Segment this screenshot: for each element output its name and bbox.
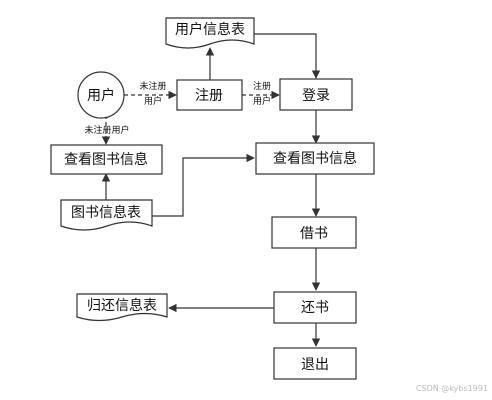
edge-label-unregistered-2: 用户 xyxy=(144,95,162,107)
user-info-table-shape xyxy=(165,17,255,49)
borrow-node xyxy=(271,216,357,249)
return-label: 还书 xyxy=(301,300,329,316)
edge-label-registered-2: 用户 xyxy=(253,95,271,107)
edge-booktable-to-viewbooks-main xyxy=(152,153,255,217)
view-books-main-node xyxy=(255,142,375,175)
user-node xyxy=(77,71,125,119)
return-info-table-shape xyxy=(76,293,168,322)
logout-node xyxy=(273,347,357,380)
book-info-table-label: 图书信息表 xyxy=(71,204,141,221)
return-info-table-label: 归还信息表 xyxy=(87,297,157,314)
register-label: 注册 xyxy=(195,88,223,104)
user-label: 用户 xyxy=(87,87,115,104)
edge-label-unregistered-1: 未注册 xyxy=(139,80,166,92)
view-books-left-node xyxy=(50,144,163,175)
book-info-table-shape xyxy=(60,199,153,231)
logout-label: 退出 xyxy=(301,357,329,373)
edge-label-unregistered-down: 未注册用户 xyxy=(84,124,129,136)
edge-label-registered-1: 注册 xyxy=(253,80,271,92)
watermark: CSDN @kybs1991 xyxy=(416,384,488,393)
login-label: 登录 xyxy=(302,88,330,104)
view-books-main-label: 查看图书信息 xyxy=(273,150,357,167)
edge-usertable-to-login xyxy=(254,33,321,79)
register-node xyxy=(176,79,243,111)
return-node xyxy=(273,291,357,324)
login-node xyxy=(279,78,353,111)
view-books-left-label: 查看图书信息 xyxy=(64,151,148,168)
borrow-label: 借书 xyxy=(300,226,328,242)
user-info-table-label: 用户信息表 xyxy=(175,21,245,38)
